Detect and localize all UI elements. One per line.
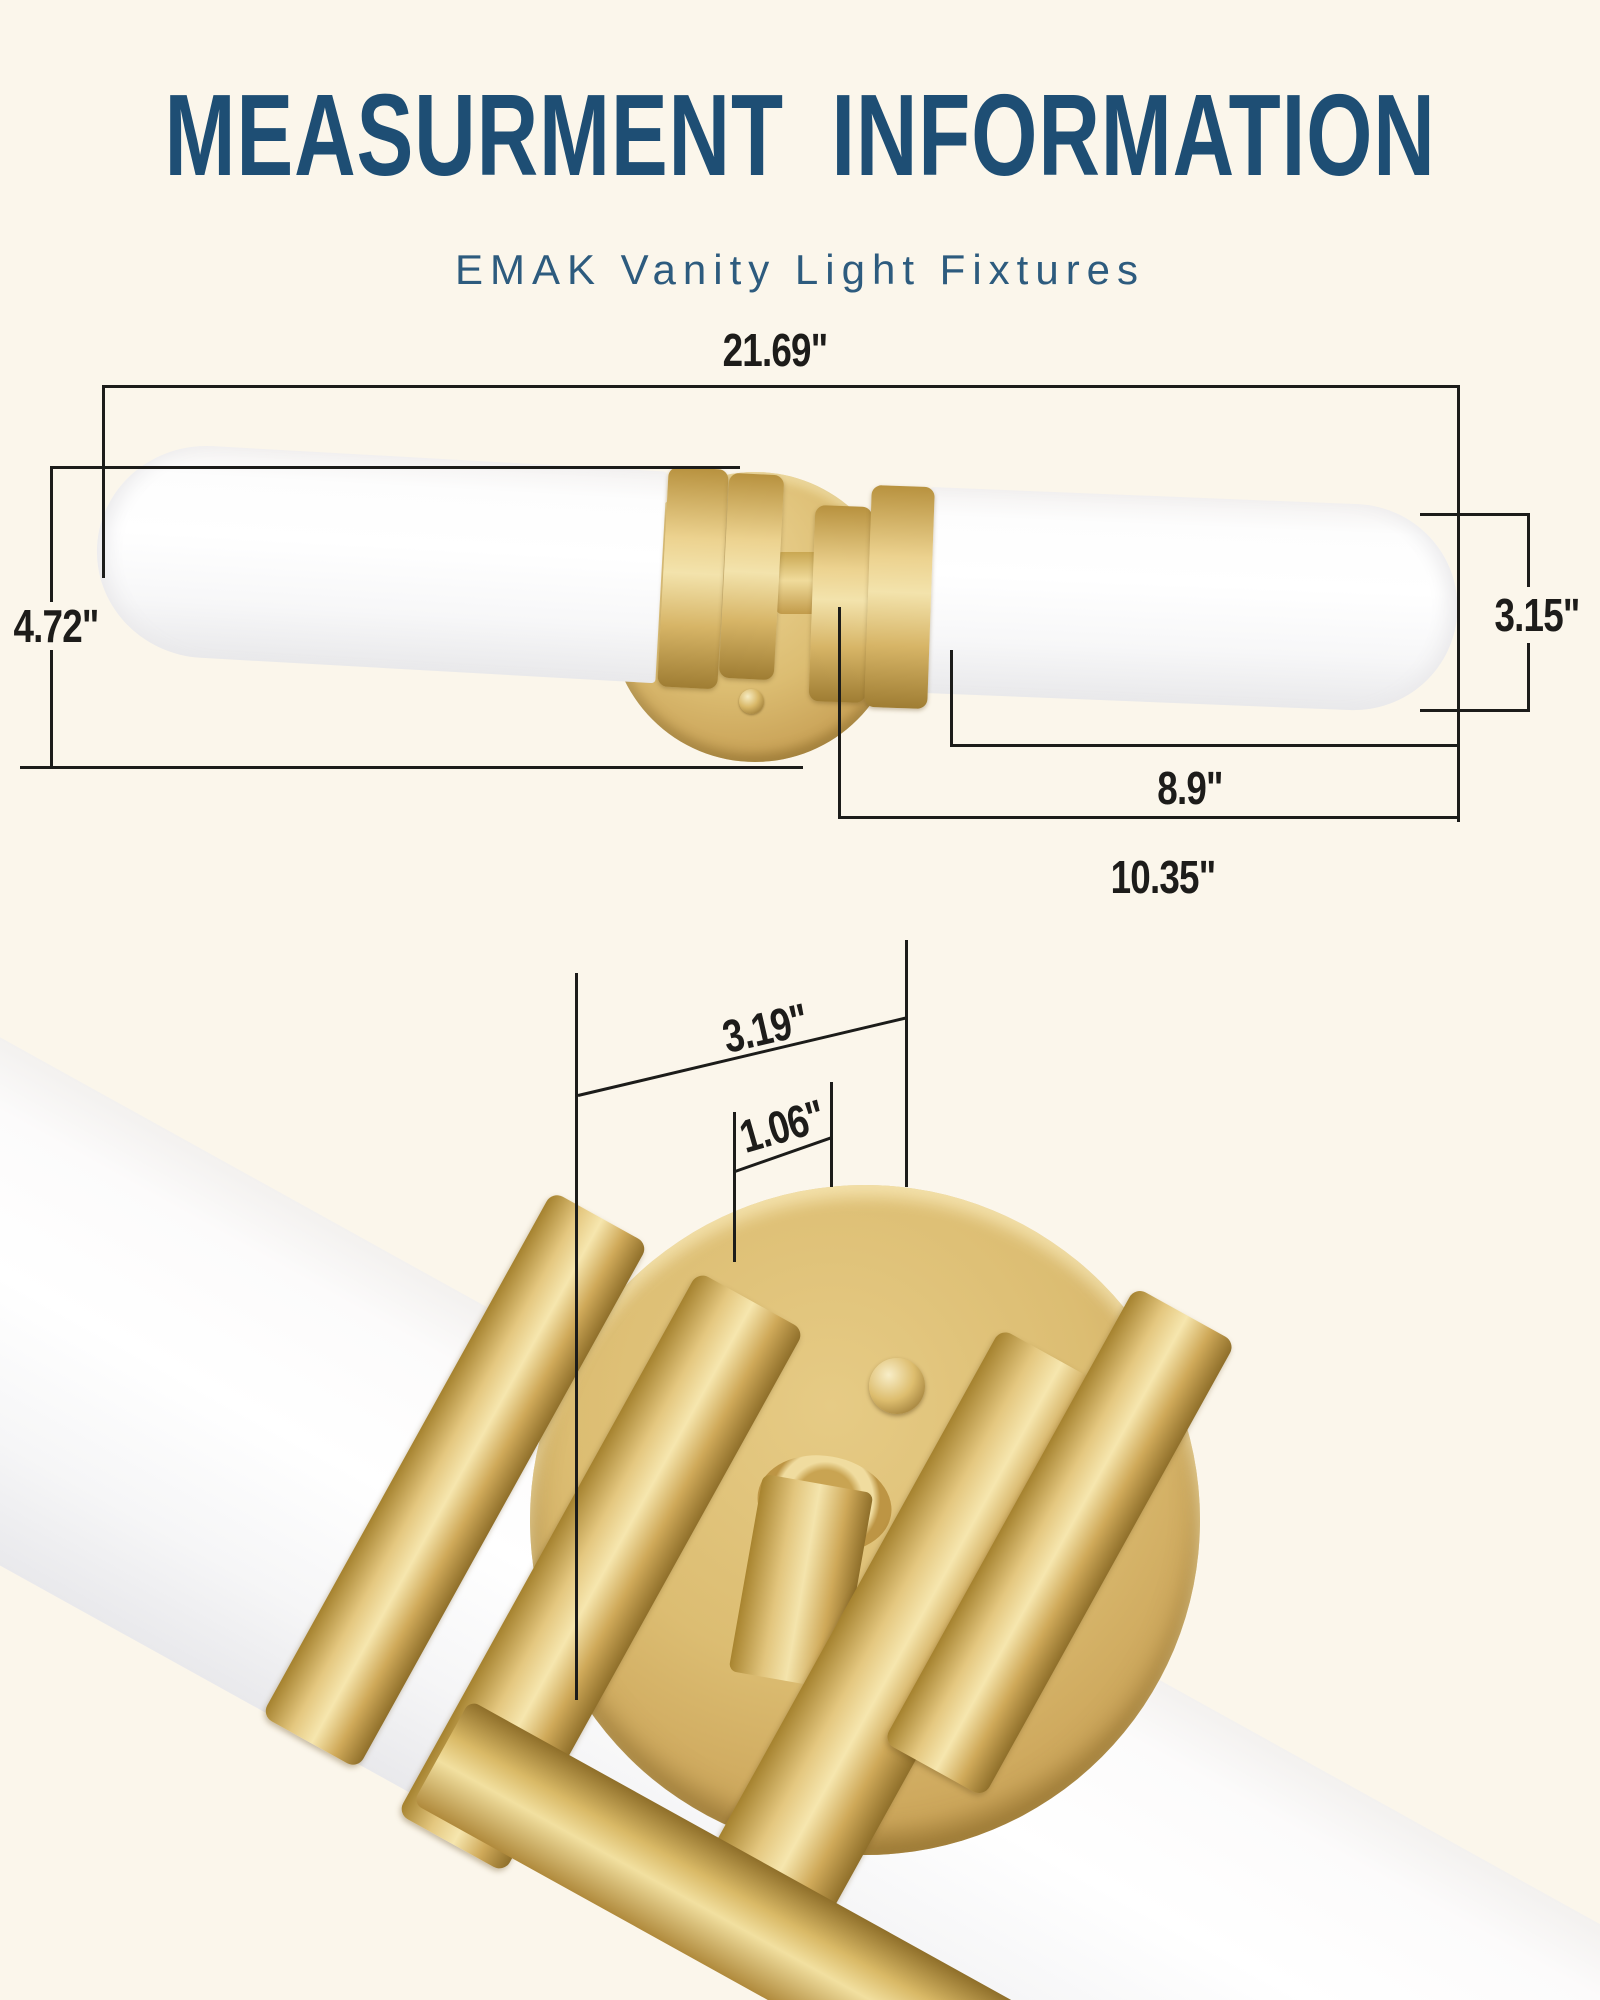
dimension-line — [838, 816, 1459, 819]
dimension-line — [830, 1082, 833, 1187]
dimension-line — [905, 940, 908, 1187]
page-title: MEASURMENT INFORMATION — [0, 78, 1600, 194]
dimension-line — [733, 1112, 736, 1262]
left-tube-holder — [718, 472, 785, 681]
dimension-line — [838, 607, 841, 819]
dimension-line — [950, 650, 953, 747]
dimension-line — [1420, 709, 1530, 712]
page-title-text: MEASURMENT INFORMATION — [164, 71, 1436, 201]
dimension-line — [950, 744, 1459, 747]
right-glass-tube — [921, 487, 1462, 715]
dimension-line — [20, 766, 803, 769]
dim-label-tube-diameter: 3.15" — [1494, 589, 1580, 641]
dim-label-arm-length: 10.35" — [1110, 851, 1217, 903]
dim-label-overall-height: 4.72" — [13, 600, 99, 652]
dimension-line — [52, 466, 740, 469]
dim-label-glass-length: 8.9" — [1157, 762, 1223, 814]
dim-label-overall-width: 21.69" — [722, 324, 829, 376]
left-tube-end-cap — [657, 466, 729, 690]
mounting-screw-closeup — [869, 1358, 925, 1414]
dimension-line — [575, 973, 578, 1700]
dimension-line — [1527, 513, 1530, 587]
mounting-screw — [739, 689, 764, 714]
dim-label-plate-diameter: 3.19" — [717, 993, 813, 1063]
dimension-line — [1457, 385, 1460, 822]
page-subtitle: EMAK Vanity Light Fixtures — [454, 246, 1146, 293]
dimension-line — [102, 385, 105, 578]
dimension-line — [102, 385, 1459, 388]
dimension-line — [1420, 513, 1530, 516]
dimension-line — [50, 466, 53, 602]
left-glass-tube — [91, 440, 668, 684]
right-tube-end-cap — [864, 484, 935, 710]
dim-label-mount-offset: 1.06" — [733, 1089, 831, 1163]
dimension-line — [50, 650, 53, 769]
dimension-line — [1527, 643, 1530, 712]
